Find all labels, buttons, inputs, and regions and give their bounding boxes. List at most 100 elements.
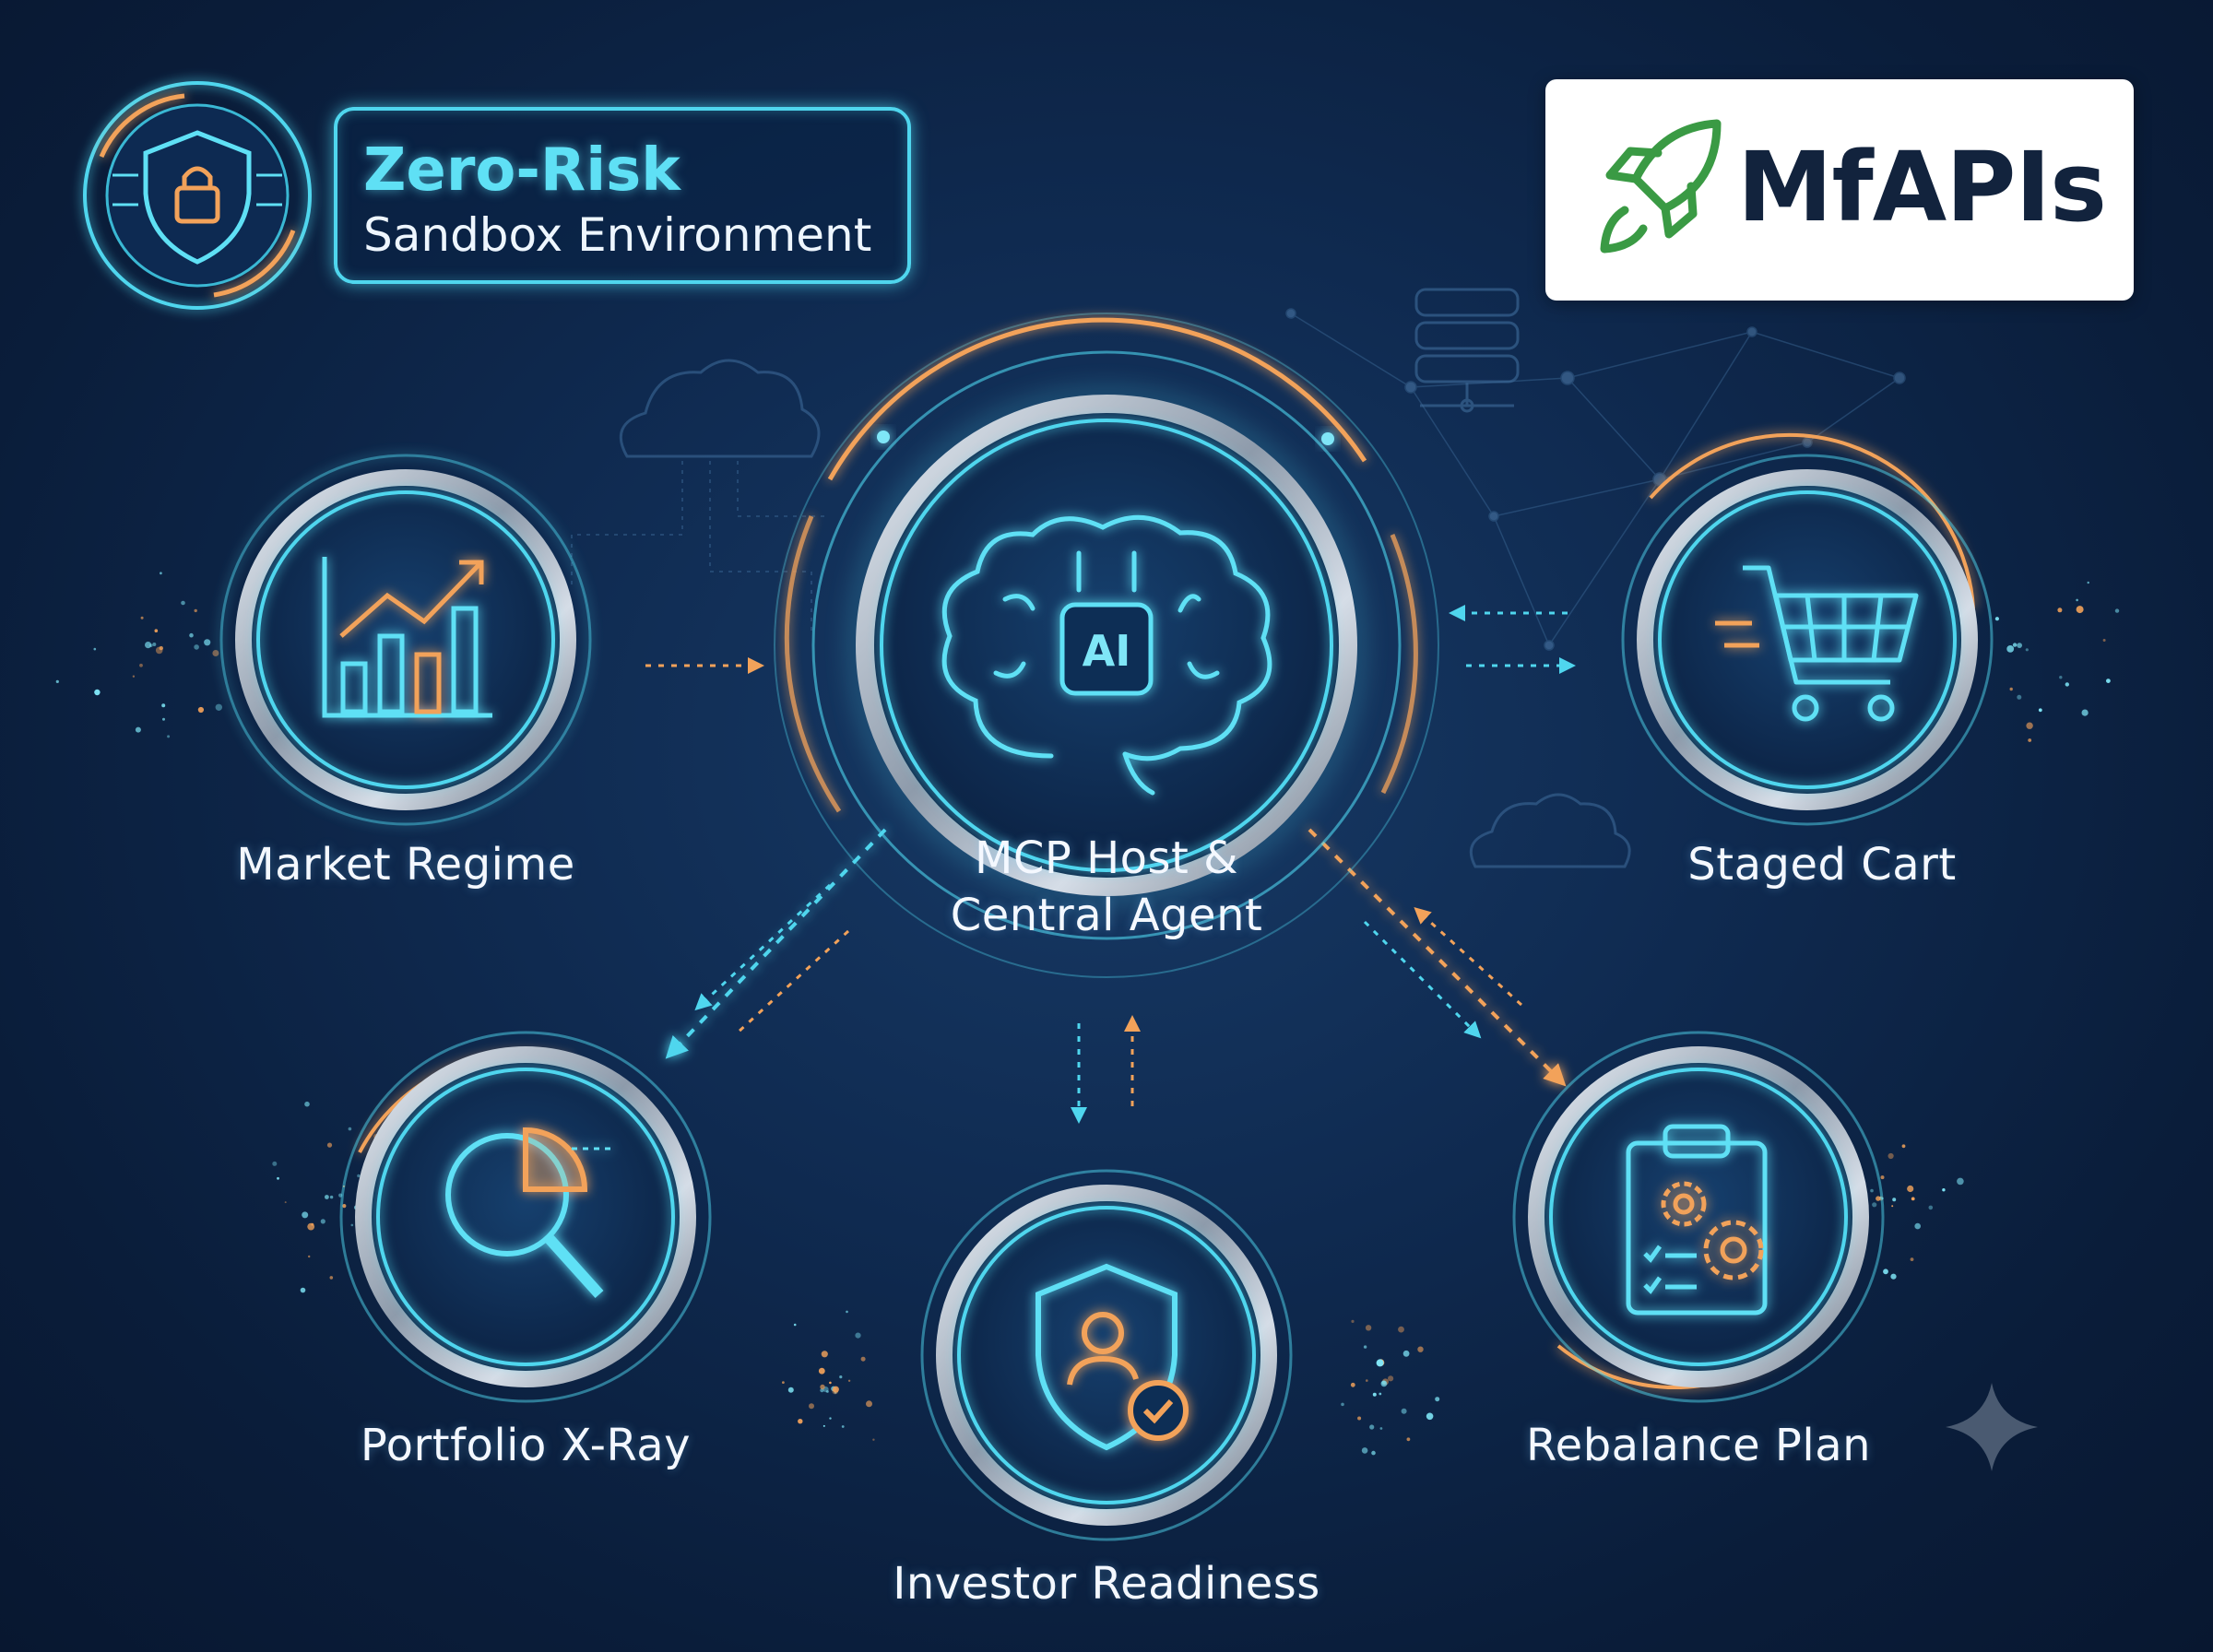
particle [1402, 1350, 1410, 1357]
particle [798, 1419, 803, 1424]
particle [55, 679, 59, 684]
particle [154, 629, 159, 632]
shopping-cart-icon [1715, 565, 1919, 722]
particle [829, 1381, 832, 1385]
particle [1365, 1325, 1372, 1331]
particle [820, 1384, 825, 1390]
ai-chip [1059, 602, 1154, 696]
particle [1890, 1273, 1897, 1280]
particle [1372, 1392, 1377, 1397]
particle [2026, 722, 2033, 729]
particle [1379, 1427, 1383, 1430]
particle [841, 1425, 845, 1428]
particle [1883, 1268, 1888, 1275]
particle [2106, 678, 2111, 683]
label-central-line2: Central Agent [950, 890, 1263, 941]
particle [1426, 1412, 1434, 1421]
particle [1911, 1197, 1915, 1201]
particle [1369, 1424, 1375, 1430]
particle [2076, 598, 2078, 602]
particle [1398, 1326, 1404, 1333]
particle [2087, 581, 2089, 584]
background-network [1285, 308, 1906, 651]
particle [1366, 1379, 1368, 1382]
particle [329, 1195, 334, 1199]
badge-title: Zero-Risk [363, 136, 680, 205]
particle [284, 1201, 287, 1204]
particle [1376, 1359, 1384, 1367]
particle [1388, 1375, 1394, 1382]
particle [2081, 709, 2089, 716]
particle [189, 632, 194, 638]
label-market-regime: Market Regime [236, 839, 575, 891]
particle [1350, 1382, 1355, 1387]
ai-brain-icon [941, 514, 1272, 796]
particle [160, 572, 162, 575]
particle [1357, 1416, 1362, 1421]
particle [832, 1387, 839, 1395]
particle [329, 1276, 334, 1280]
particle [304, 1101, 310, 1107]
node-staged-cart[interactable] [1621, 432, 1994, 826]
label-staged-cart: Staged Cart [1687, 839, 1957, 891]
particle [793, 1323, 797, 1327]
label-rebalance-plan: Rebalance Plan [1525, 1420, 1872, 1471]
node-investor-readiness[interactable] [920, 1169, 1293, 1541]
particle [320, 1219, 325, 1224]
particle [342, 1204, 347, 1209]
particle [1891, 1205, 1894, 1208]
particle [132, 675, 136, 678]
rocket-icon [1600, 119, 1722, 254]
particle [159, 645, 163, 651]
particle [149, 643, 153, 647]
particle [357, 1174, 361, 1178]
sparkle-icon [1946, 1383, 2038, 1471]
particle [325, 1195, 329, 1199]
node-market-regime[interactable] [219, 454, 592, 826]
mfapis-logo[interactable]: MfAPIs [1545, 79, 2134, 301]
database-icon [1414, 288, 1520, 413]
particle [1870, 1188, 1874, 1193]
particle [1381, 1380, 1386, 1386]
pie-chart-magnifier-icon [445, 1127, 610, 1299]
label-portfolio-xray: Portfolio X-Ray [360, 1420, 692, 1471]
particle [348, 1127, 352, 1131]
particle [1892, 1198, 1897, 1202]
particle [832, 1386, 839, 1393]
particle [2006, 645, 2015, 653]
particle [809, 1403, 814, 1410]
particle [872, 1438, 875, 1441]
particle [860, 1356, 866, 1362]
particle [1417, 1346, 1424, 1352]
particle [1901, 1144, 1906, 1149]
node-portfolio-xray[interactable] [339, 1031, 712, 1403]
particle [181, 600, 185, 606]
particle [2017, 643, 2023, 648]
particle [2012, 643, 2018, 647]
particle [818, 1367, 825, 1375]
shield-lock-icon [83, 81, 312, 310]
particle [787, 1386, 794, 1393]
particle [1907, 1185, 1914, 1193]
particle [1401, 1408, 1407, 1414]
node-rebalance-plan[interactable] [1512, 1031, 1885, 1403]
particle [1351, 1319, 1355, 1323]
particle [847, 1379, 851, 1383]
particle [1363, 1345, 1367, 1349]
particle [2017, 694, 2022, 700]
particle [307, 1222, 315, 1231]
particle [1888, 1152, 1894, 1160]
particle [821, 1351, 828, 1358]
particle [161, 703, 166, 708]
particle [2076, 606, 2084, 614]
circuit-traces [571, 461, 830, 636]
central-agent-node[interactable]: AI [774, 313, 1439, 978]
particle [1942, 1188, 1946, 1192]
particle [272, 1161, 278, 1166]
logo-text: MfAPIs [1737, 131, 2107, 243]
cloud-icon [619, 359, 1631, 868]
particle [1379, 1392, 1382, 1396]
particle [826, 1390, 829, 1393]
particle [1872, 1202, 1877, 1208]
